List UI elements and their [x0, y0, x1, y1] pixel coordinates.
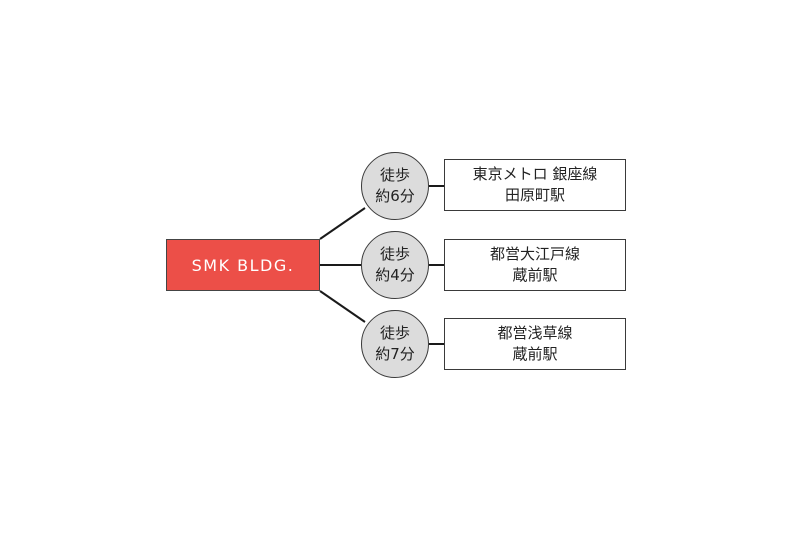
station-name: 田原町駅: [504, 186, 565, 204]
station-box: 東京メトロ 銀座線 田原町駅: [444, 159, 626, 211]
connector-line-to-walk-6: [319, 207, 366, 240]
station-name: 蔵前駅: [512, 345, 558, 363]
walk-duration: 約6分: [375, 187, 415, 205]
walk-label: 徒歩: [379, 245, 410, 263]
walk-time-circle: 徒歩 約4分: [361, 231, 429, 299]
station-line-name: 都営大江戸線: [489, 245, 580, 263]
walk-time-circle: 徒歩 約6分: [361, 152, 429, 220]
building-box: SMK BLDG.: [166, 239, 320, 291]
station-box: 都営浅草線 蔵前駅: [444, 318, 626, 370]
connector-line-to-walk-7: [319, 290, 366, 323]
walk-label: 徒歩: [379, 324, 410, 342]
walk-duration: 約4分: [375, 266, 415, 284]
station-box: 都営大江戸線 蔵前駅: [444, 239, 626, 291]
building-label: SMK BLDG.: [191, 255, 295, 275]
station-name: 蔵前駅: [512, 266, 558, 284]
walk-time-circle: 徒歩 約7分: [361, 310, 429, 378]
walk-duration: 約7分: [375, 345, 415, 363]
walk-label: 徒歩: [379, 166, 410, 184]
station-line-name: 都営浅草線: [497, 324, 573, 342]
station-line-name: 東京メトロ 銀座線: [472, 165, 598, 183]
